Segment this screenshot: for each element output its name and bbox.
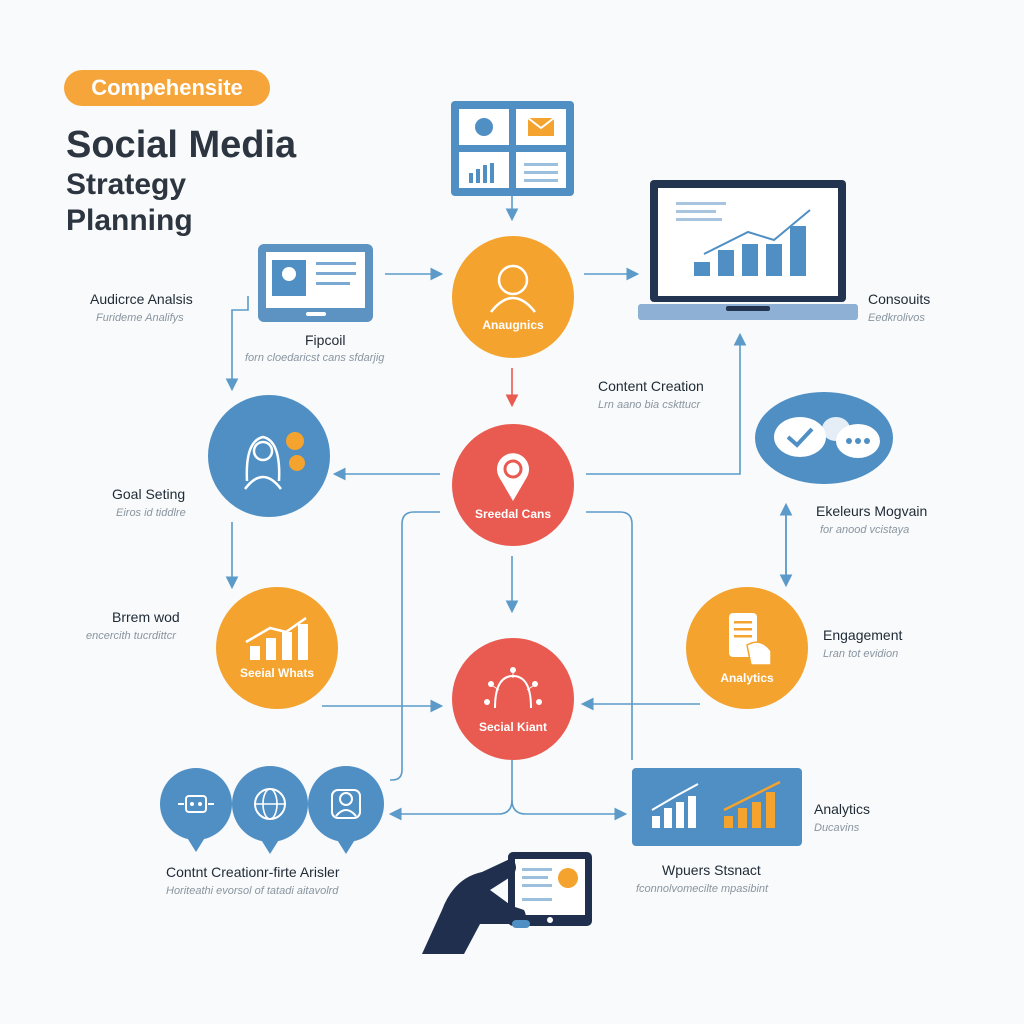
audience-sub: Furideme Analifys xyxy=(96,312,184,324)
chat-circle xyxy=(755,392,893,484)
laptop-chart-icon xyxy=(638,180,858,322)
tablet-sub: forn cloedaricst cans sfdarjig xyxy=(245,352,385,364)
globe-icon xyxy=(232,766,308,854)
audience-label: Audicrce Analsis xyxy=(90,291,193,307)
content-creation-label: Content Creation xyxy=(598,378,704,394)
tablet-profile-icon xyxy=(258,244,373,322)
chat-bubbles-icon xyxy=(774,417,880,458)
laptop-label: Consouits xyxy=(868,291,931,307)
engagement-label: Engagement xyxy=(823,627,903,643)
tablet-label: Fipcoil xyxy=(305,332,346,348)
wpuers-label: Wpuers Stsnact xyxy=(662,862,761,878)
hand-tablet-icon xyxy=(420,850,595,956)
wpuers-sub: fconnolvomecilte mpasibint xyxy=(636,883,769,895)
analytics-panel-label: Analytics xyxy=(814,801,871,817)
laptop-sub: Eedkrolivos xyxy=(868,312,925,324)
trio-label: Contnt Creationr-firte Arisler xyxy=(166,864,340,880)
user-icon xyxy=(308,766,384,854)
engagement-circle-text: Analytics xyxy=(720,671,774,685)
bar-charts-icon xyxy=(632,768,802,846)
network-brain-icon xyxy=(484,667,542,709)
analytics-person-circle: Anaugnics xyxy=(452,236,574,358)
goal-label: Goal Seting xyxy=(112,486,186,502)
location-circle: Sreedal Cans xyxy=(452,424,574,546)
engagement-sub: Lran tot evidion xyxy=(823,648,899,660)
page-title: Social Media xyxy=(66,124,297,166)
analytics-circle-text: Anaugnics xyxy=(482,318,544,332)
engagement-circle: Analytics xyxy=(686,587,808,709)
page-title-line3: Planning xyxy=(66,204,193,237)
social-center-text: Secial Kiant xyxy=(478,720,548,734)
brand-sub: encercith tucrdittcr xyxy=(86,630,176,642)
brand-circle: Seeial Whats xyxy=(216,587,338,709)
brand-label: Brrem wod xyxy=(112,609,180,625)
phone-hand-icon xyxy=(729,613,772,666)
dashboard-icon xyxy=(451,101,574,196)
growth-chart-icon xyxy=(245,616,308,660)
chat-label: Ekeleurs Mogvain xyxy=(816,503,928,519)
location-pin-icon xyxy=(497,453,529,501)
social-whats-text: Seeial Whats xyxy=(239,666,315,680)
goal-setting-circle xyxy=(208,395,330,517)
goal-sub: Eiros id tiddlre xyxy=(116,507,186,519)
location-circle-text: Sreedal Cans xyxy=(474,507,552,521)
content-creation-sub: Lrn aano bia cskttucr xyxy=(598,399,701,411)
chat-sub: for anood vcistaya xyxy=(820,524,910,536)
category-badge: Compehensite xyxy=(64,70,270,106)
social-center-circle: Secial Kiant xyxy=(452,638,574,760)
analytics-panel-sub: Ducavins xyxy=(814,822,860,834)
content-trio xyxy=(158,766,386,856)
trio-sub: Horiteathi evorsol of tatadi aitavolrd xyxy=(166,885,339,897)
robot-icon xyxy=(160,768,232,852)
page-title-line2: Strategy xyxy=(66,168,187,201)
person-icon xyxy=(490,264,536,313)
woman-coins-icon xyxy=(244,432,305,490)
